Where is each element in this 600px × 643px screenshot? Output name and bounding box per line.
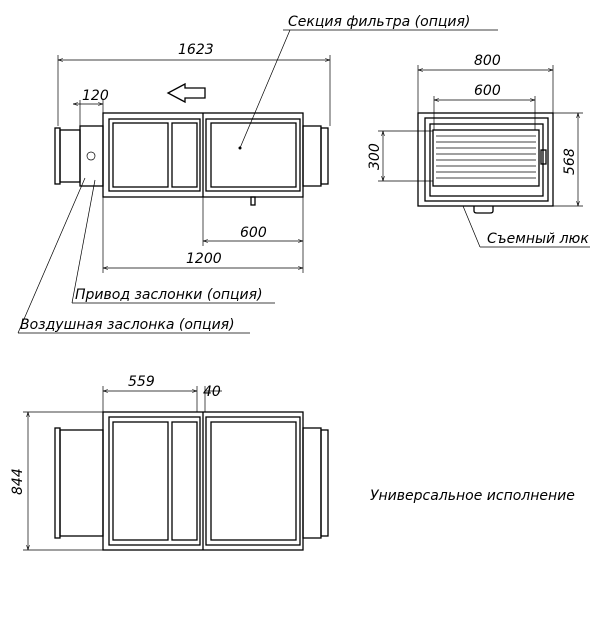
dim-filter-section-length: 600 — [240, 225, 267, 241]
dim-damper-length: 120 — [82, 88, 109, 104]
filter-panel — [210, 122, 297, 188]
air-damper — [79, 125, 104, 187]
dim-inner-height: 300 — [367, 143, 383, 170]
dim-width: 800 — [474, 53, 501, 69]
dim-section-length: 559 — [128, 374, 155, 390]
dim-overall-length: 1623 — [178, 42, 214, 58]
dim-body-length: 1200 — [186, 251, 222, 267]
front-view — [417, 112, 554, 214]
dim-height: 568 — [562, 148, 578, 175]
label-filter-section: Секция фильтра (опция) — [288, 14, 470, 30]
damper-drive — [86, 151, 96, 161]
hatch-handle — [473, 206, 494, 214]
label-damper-drive: Привод заслонки (опция) — [75, 287, 263, 303]
dim-depth: 844 — [10, 468, 26, 495]
label-universal-version: Универсальное исполнение — [370, 488, 575, 504]
dim-gap: 40 — [203, 384, 221, 400]
airflow-arrow-icon — [166, 82, 206, 104]
label-removable-hatch: Съемный люк — [487, 231, 589, 247]
grille — [432, 129, 540, 187]
plan-view — [54, 411, 329, 551]
label-air-damper: Воздушная заслонка (опция) — [20, 317, 235, 333]
side-view — [54, 82, 329, 206]
dim-inner-width: 600 — [474, 83, 501, 99]
